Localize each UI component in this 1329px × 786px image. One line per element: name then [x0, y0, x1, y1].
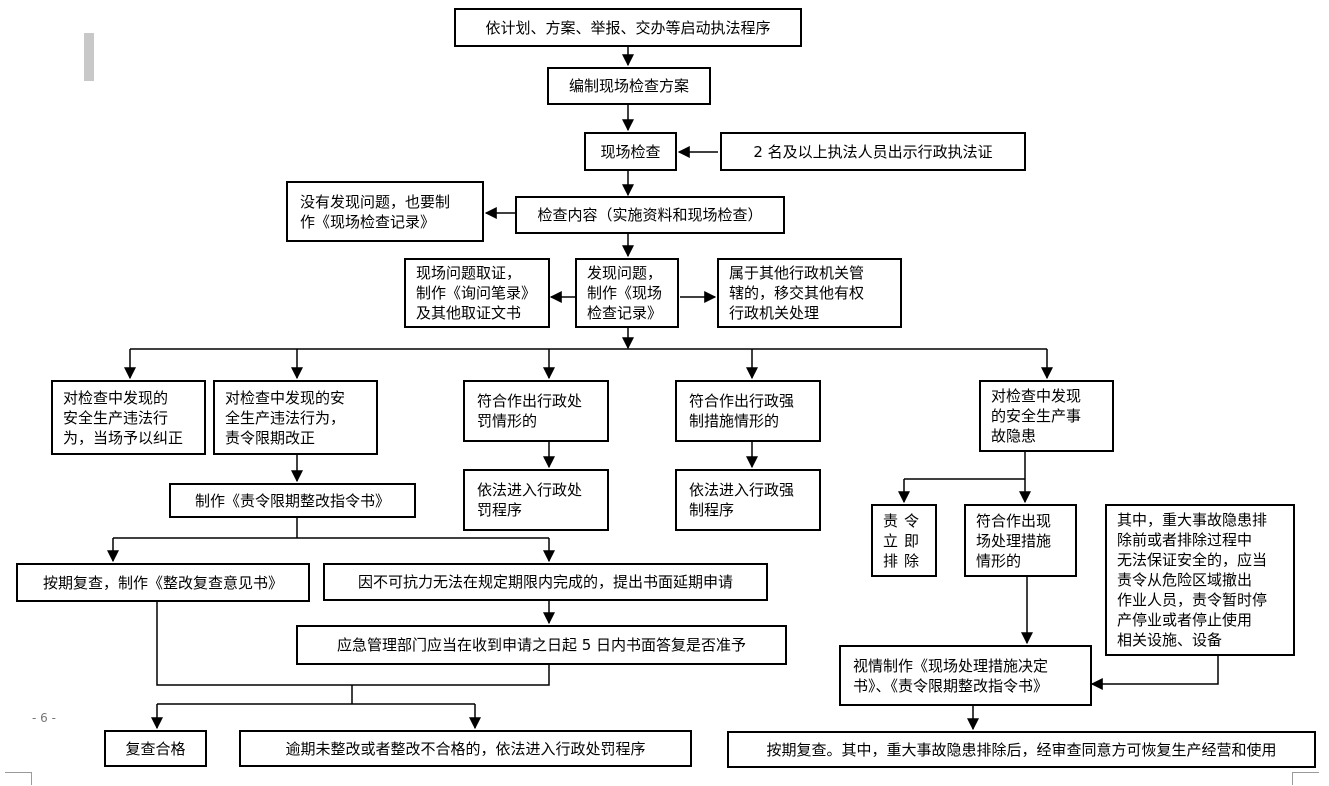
- step-content: 检查内容（实施资料和现场检查）: [515, 196, 785, 234]
- step-start: 依计划、方案、举报、交办等启动执法程序: [454, 8, 802, 47]
- step-overdue: 逾期未整改或者整改不合格的，依法进入行政处罚程序: [239, 730, 692, 767]
- step-eliminate: 责令 立即 排除: [871, 504, 937, 577]
- step-evidence: 现场问题取证， 制作《询问笔录》 及其他取证文书: [404, 258, 550, 328]
- step-enforce-proc: 依法进入行政强 制程序: [675, 469, 821, 531]
- step-rectify-order: 制作《责令限期整改指令书》: [169, 483, 416, 518]
- step-penalty-proc: 依法进入行政处 罚程序: [463, 469, 609, 531]
- step-enforce: 符合作出行政强 制措施情形的: [675, 380, 821, 442]
- step-final-recheck: 按期复查。其中，重大事故隐患排除后，经审查同意方可恢复生产经营和使用: [727, 731, 1316, 768]
- step-decision: 视情制作《现场处理措施决定 书》、《责令限期整改指令书》: [839, 645, 1092, 706]
- step-officers: 2 名及以上执法人员出示行政执法证: [720, 132, 1026, 171]
- step-correct-deadline: 对检查中发现的安 全生产违法行为， 责令限期改正: [213, 380, 378, 455]
- step-penalty: 符合作出行政处 罚情形的: [463, 380, 609, 442]
- step-inspect: 现场检查: [584, 132, 677, 171]
- step-transfer: 属于其他行政机关管 辖的，移交其他有权 行政机关处理: [717, 258, 902, 328]
- step-plan: 编制现场检查方案: [547, 67, 711, 105]
- step-no-problem: 没有发现问题，也要制 作《现场检查记录》: [286, 181, 484, 242]
- arrow-major-to-decision: [1090, 656, 1219, 690]
- step-major-hazard: 其中，重大事故隐患排 除前或者排除过程中 无法保证安全的，应当 责令从危险区域撤…: [1105, 504, 1295, 656]
- step-extension: 因不可抗力无法在规定期限内完成的，提出书面延期申请: [323, 563, 768, 601]
- step-hazard: 对检查中发现 的安全生产事 故隐患: [979, 380, 1114, 452]
- page-corner-mark: [5, 772, 32, 785]
- step-pass: 复查合格: [104, 730, 207, 767]
- step-recheck: 按期复查，制作《整改复查意见书》: [16, 563, 310, 602]
- page-number: - 6 -: [32, 711, 56, 725]
- step-correct-now: 对检查中发现的 安全生产违法行 为，当场予以纠正: [51, 380, 206, 455]
- step-onsite: 符合作出现 场处理措施 情形的: [964, 504, 1077, 577]
- step-reply: 应急管理部门应当在收到申请之日起 5 日内书面答复是否准予: [296, 625, 787, 665]
- step-found: 发现问题， 制作《现场 检查记录》: [575, 258, 679, 328]
- page-corner-mark: [1292, 772, 1319, 785]
- decorative-bar: [84, 33, 94, 81]
